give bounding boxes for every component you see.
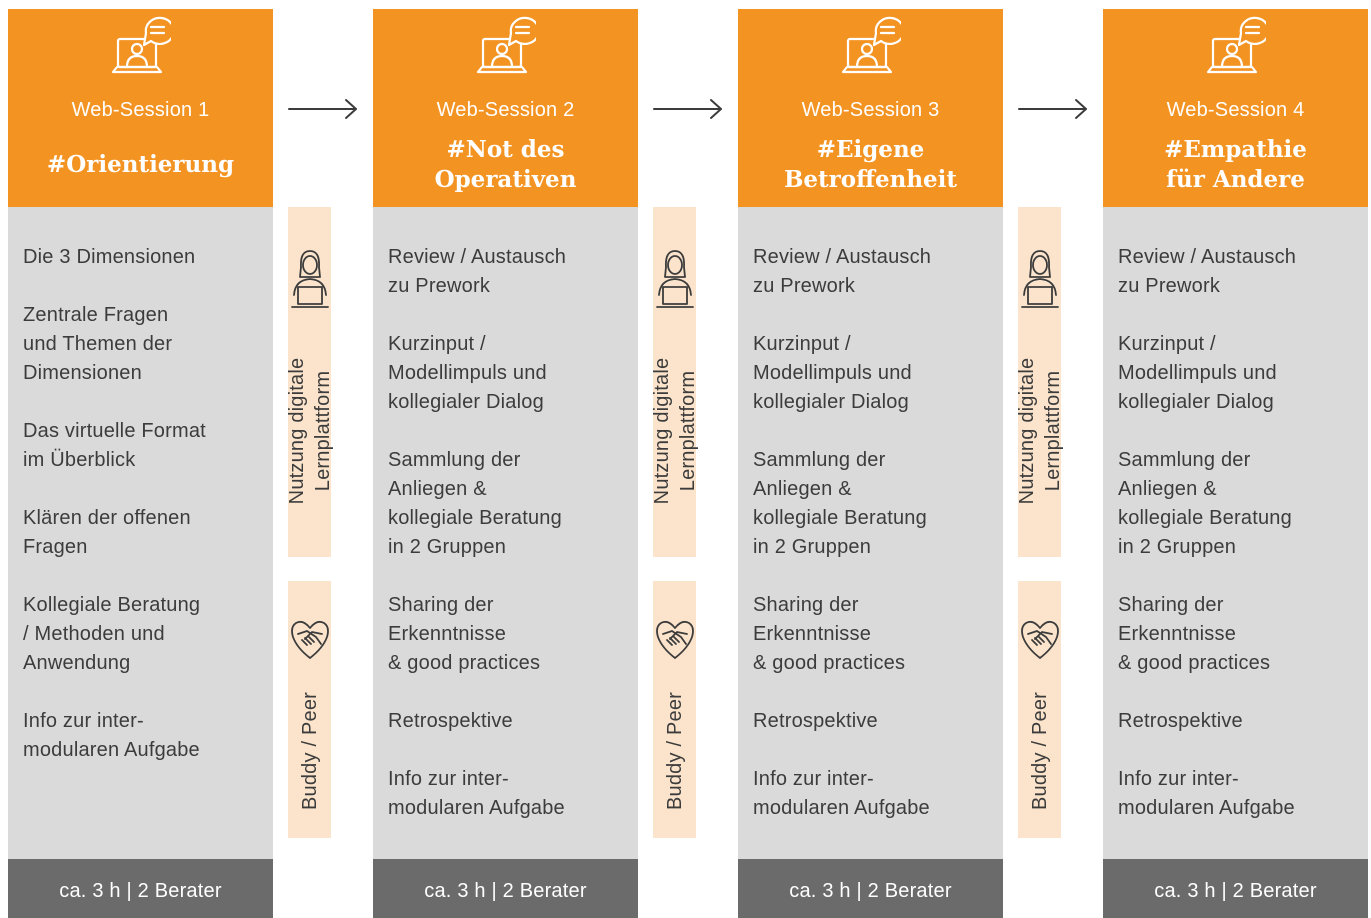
- peer-panel: Buddy / Peer: [653, 581, 696, 838]
- session-number: Web-Session 2: [436, 99, 575, 121]
- peer-label: Buddy / Peer: [663, 691, 686, 810]
- peer-label: Buddy / Peer: [298, 691, 321, 810]
- arrow-right-icon: [653, 99, 722, 119]
- session-number: Web-Session 4: [1166, 99, 1305, 121]
- peer-label: Buddy / Peer: [1028, 691, 1051, 810]
- session-title: #Orientierung: [46, 151, 235, 178]
- agenda-item: Retrospektive: [1118, 710, 1243, 732]
- agenda-item: Retrospektive: [753, 710, 878, 732]
- agenda-item: Info zur inter-modularen Aufgabe: [388, 768, 565, 819]
- person-laptop-icon: [291, 250, 329, 308]
- session-number: Web-Session 1: [71, 99, 210, 121]
- person-laptop-icon: [656, 250, 694, 308]
- session-header: Web-Session 1 #Orientierung: [8, 9, 273, 207]
- handshake-heart-icon: [1021, 620, 1059, 659]
- handshake-heart-icon: [656, 620, 694, 659]
- session-duration: ca. 3 h | 2 Berater: [738, 859, 1003, 918]
- agenda-item: Info zur inter-modularen Aufgabe: [23, 710, 200, 761]
- session-duration: ca. 3 h | 2 Berater: [373, 859, 638, 918]
- agenda-item: Info zur inter-modularen Aufgabe: [753, 768, 930, 819]
- peer-panel: Buddy / Peer: [288, 581, 331, 838]
- video-chat-icon: [1206, 16, 1270, 74]
- session-number: Web-Session 3: [801, 99, 940, 121]
- session-duration: ca. 3 h | 2 Berater: [1103, 859, 1368, 918]
- video-chat-icon: [111, 16, 175, 74]
- agenda-item: Die 3 Dimensionen: [23, 246, 196, 268]
- handshake-heart-icon: [291, 620, 329, 659]
- video-chat-icon: [841, 16, 905, 74]
- arrow-right-icon: [288, 99, 357, 119]
- agenda-item: Info zur inter-modularen Aufgabe: [1118, 768, 1295, 819]
- arrow-right-icon: [1018, 99, 1087, 119]
- agenda-item: Retrospektive: [388, 710, 513, 732]
- video-chat-icon: [476, 16, 540, 74]
- person-laptop-icon: [1021, 250, 1059, 308]
- session-duration: ca. 3 h | 2 Berater: [8, 859, 273, 918]
- peer-panel: Buddy / Peer: [1018, 581, 1061, 838]
